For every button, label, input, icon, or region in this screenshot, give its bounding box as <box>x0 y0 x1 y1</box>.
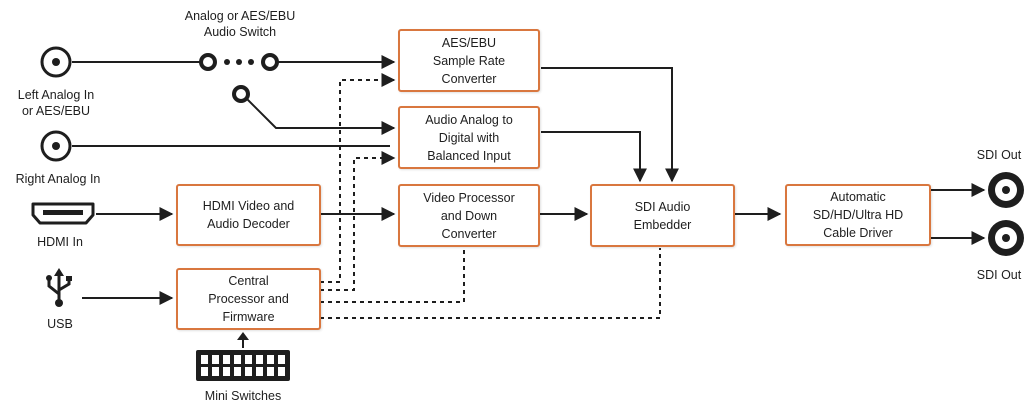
mini-switches-icon <box>196 350 290 381</box>
cable-driver-block: Automatic SD/HD/Ultra HD Cable Driver <box>785 184 931 246</box>
dash-cpu-to-embedder <box>320 248 661 319</box>
right-analog-label: Right Analog In <box>15 172 101 186</box>
sdi-audio-embedder-block: SDI Audio Embedder <box>590 184 735 247</box>
dash-cpu-to-aes <box>320 73 396 283</box>
aes-sample-rate-converter-block: AES/EBU Sample Rate Converter <box>398 29 540 92</box>
wire-analog-digital-to-embedder <box>541 131 647 183</box>
hdmi-decoder-block: HDMI Video and Audio Decoder <box>176 184 321 246</box>
audio-switch-icon <box>199 53 279 103</box>
sdi-out-top-label: SDI Out <box>976 148 1022 162</box>
central-processor-block: Central Processor and Firmware <box>176 268 321 330</box>
arrow-switches-to-cpu <box>237 332 249 340</box>
dash-cpu-to-video <box>320 248 465 303</box>
left-analog-connector-icon <box>40 46 72 78</box>
sdi-out-bottom-label: SDI Out <box>976 268 1022 282</box>
mini-switches-label: Mini Switches <box>204 389 282 403</box>
wire-switch-to-analog-digital <box>243 95 396 135</box>
sdi-out-bottom-connector-icon <box>988 220 1024 256</box>
left-analog-label: Left Analog In or AES/EBU <box>17 88 95 118</box>
wire-aes-to-embedder <box>541 67 679 183</box>
hdmi-label: HDMI In <box>37 235 83 249</box>
usb-label: USB <box>47 317 73 331</box>
dash-cpu-to-analog-digital <box>320 151 396 291</box>
audio-analog-to-digital-block: Audio Analog to Digital with Balanced In… <box>398 106 540 169</box>
hdmi-port-icon <box>31 202 95 225</box>
right-analog-connector-icon <box>40 130 72 162</box>
audio-switch-label: Analog or AES/EBU Audio Switch <box>184 9 296 39</box>
sdi-out-top-connector-icon <box>988 172 1024 208</box>
video-processor-block: Video Processor and Down Converter <box>398 184 540 247</box>
usb-icon <box>46 268 72 307</box>
